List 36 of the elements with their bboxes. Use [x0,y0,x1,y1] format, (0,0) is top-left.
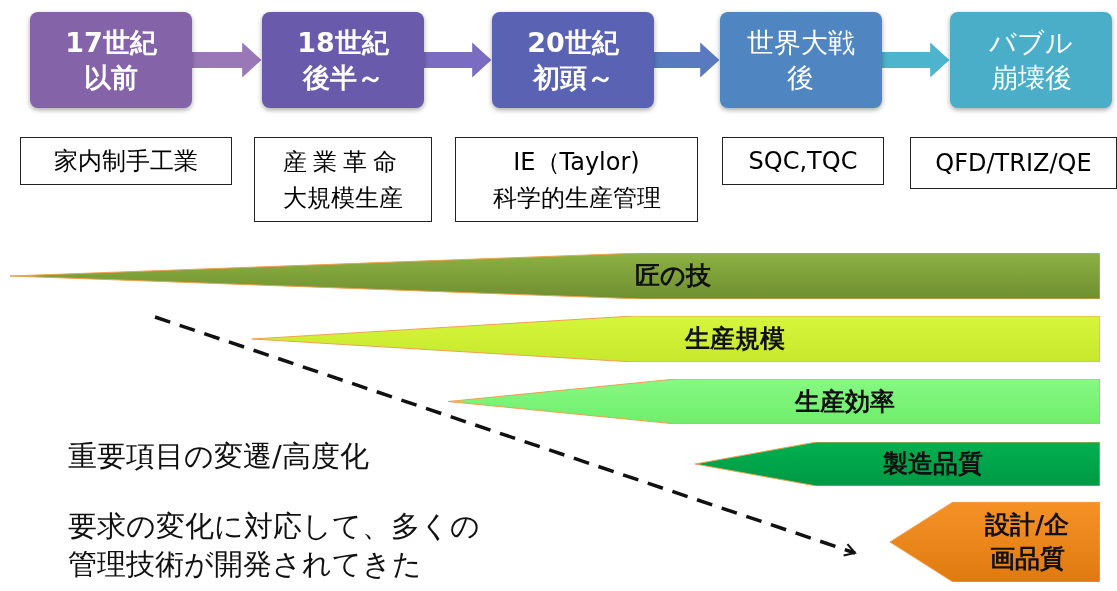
method-box [455,137,698,222]
trend-wedge [448,379,1100,424]
arrow [654,42,720,78]
era-box [262,12,424,108]
method-box [20,137,232,185]
note-text: 重要項目の変遷/高度化 [68,438,370,475]
era-label: バブル崩壊後 [988,25,1074,95]
method-box [254,137,432,222]
arrow [882,42,950,78]
era-label: 17世紀以前 [64,25,158,95]
era-box [30,12,192,108]
method-label: 家内制手工業 [53,146,199,177]
era-label: 20世紀初頭～ [526,25,620,95]
trend-wedge [10,253,1100,299]
era-label: 世界大戦後 [746,25,856,95]
method-box [910,137,1117,189]
trend-label: 生産効率 [793,385,896,418]
trend-wedge [252,316,1100,362]
trend-label: 生産規模 [683,323,786,356]
trend-wedge [695,442,1100,486]
era-box [492,12,654,108]
arrow [424,42,492,78]
trend-wedge [890,502,1100,582]
era-label: 18世紀後半～ [296,25,390,95]
era-box [720,12,882,108]
note-text: 要求の変化に対応して、多くの管理技術が開発されてきた [68,508,481,583]
method-label: 産業革命大規模生産 [282,146,404,214]
arrow [192,42,262,78]
method-label: QFD/TRIZ/QE [934,148,1093,179]
era-box [950,12,1112,108]
method-label: SQC,TQC [747,146,859,177]
trend-label: 製造品質 [882,448,984,481]
trend-label: 匠の技 [634,260,712,293]
method-label: IE（Taylor) 科学的生産管理 [491,146,662,214]
method-box [722,137,884,185]
trend-label: 設計/企画品質 [983,509,1071,575]
